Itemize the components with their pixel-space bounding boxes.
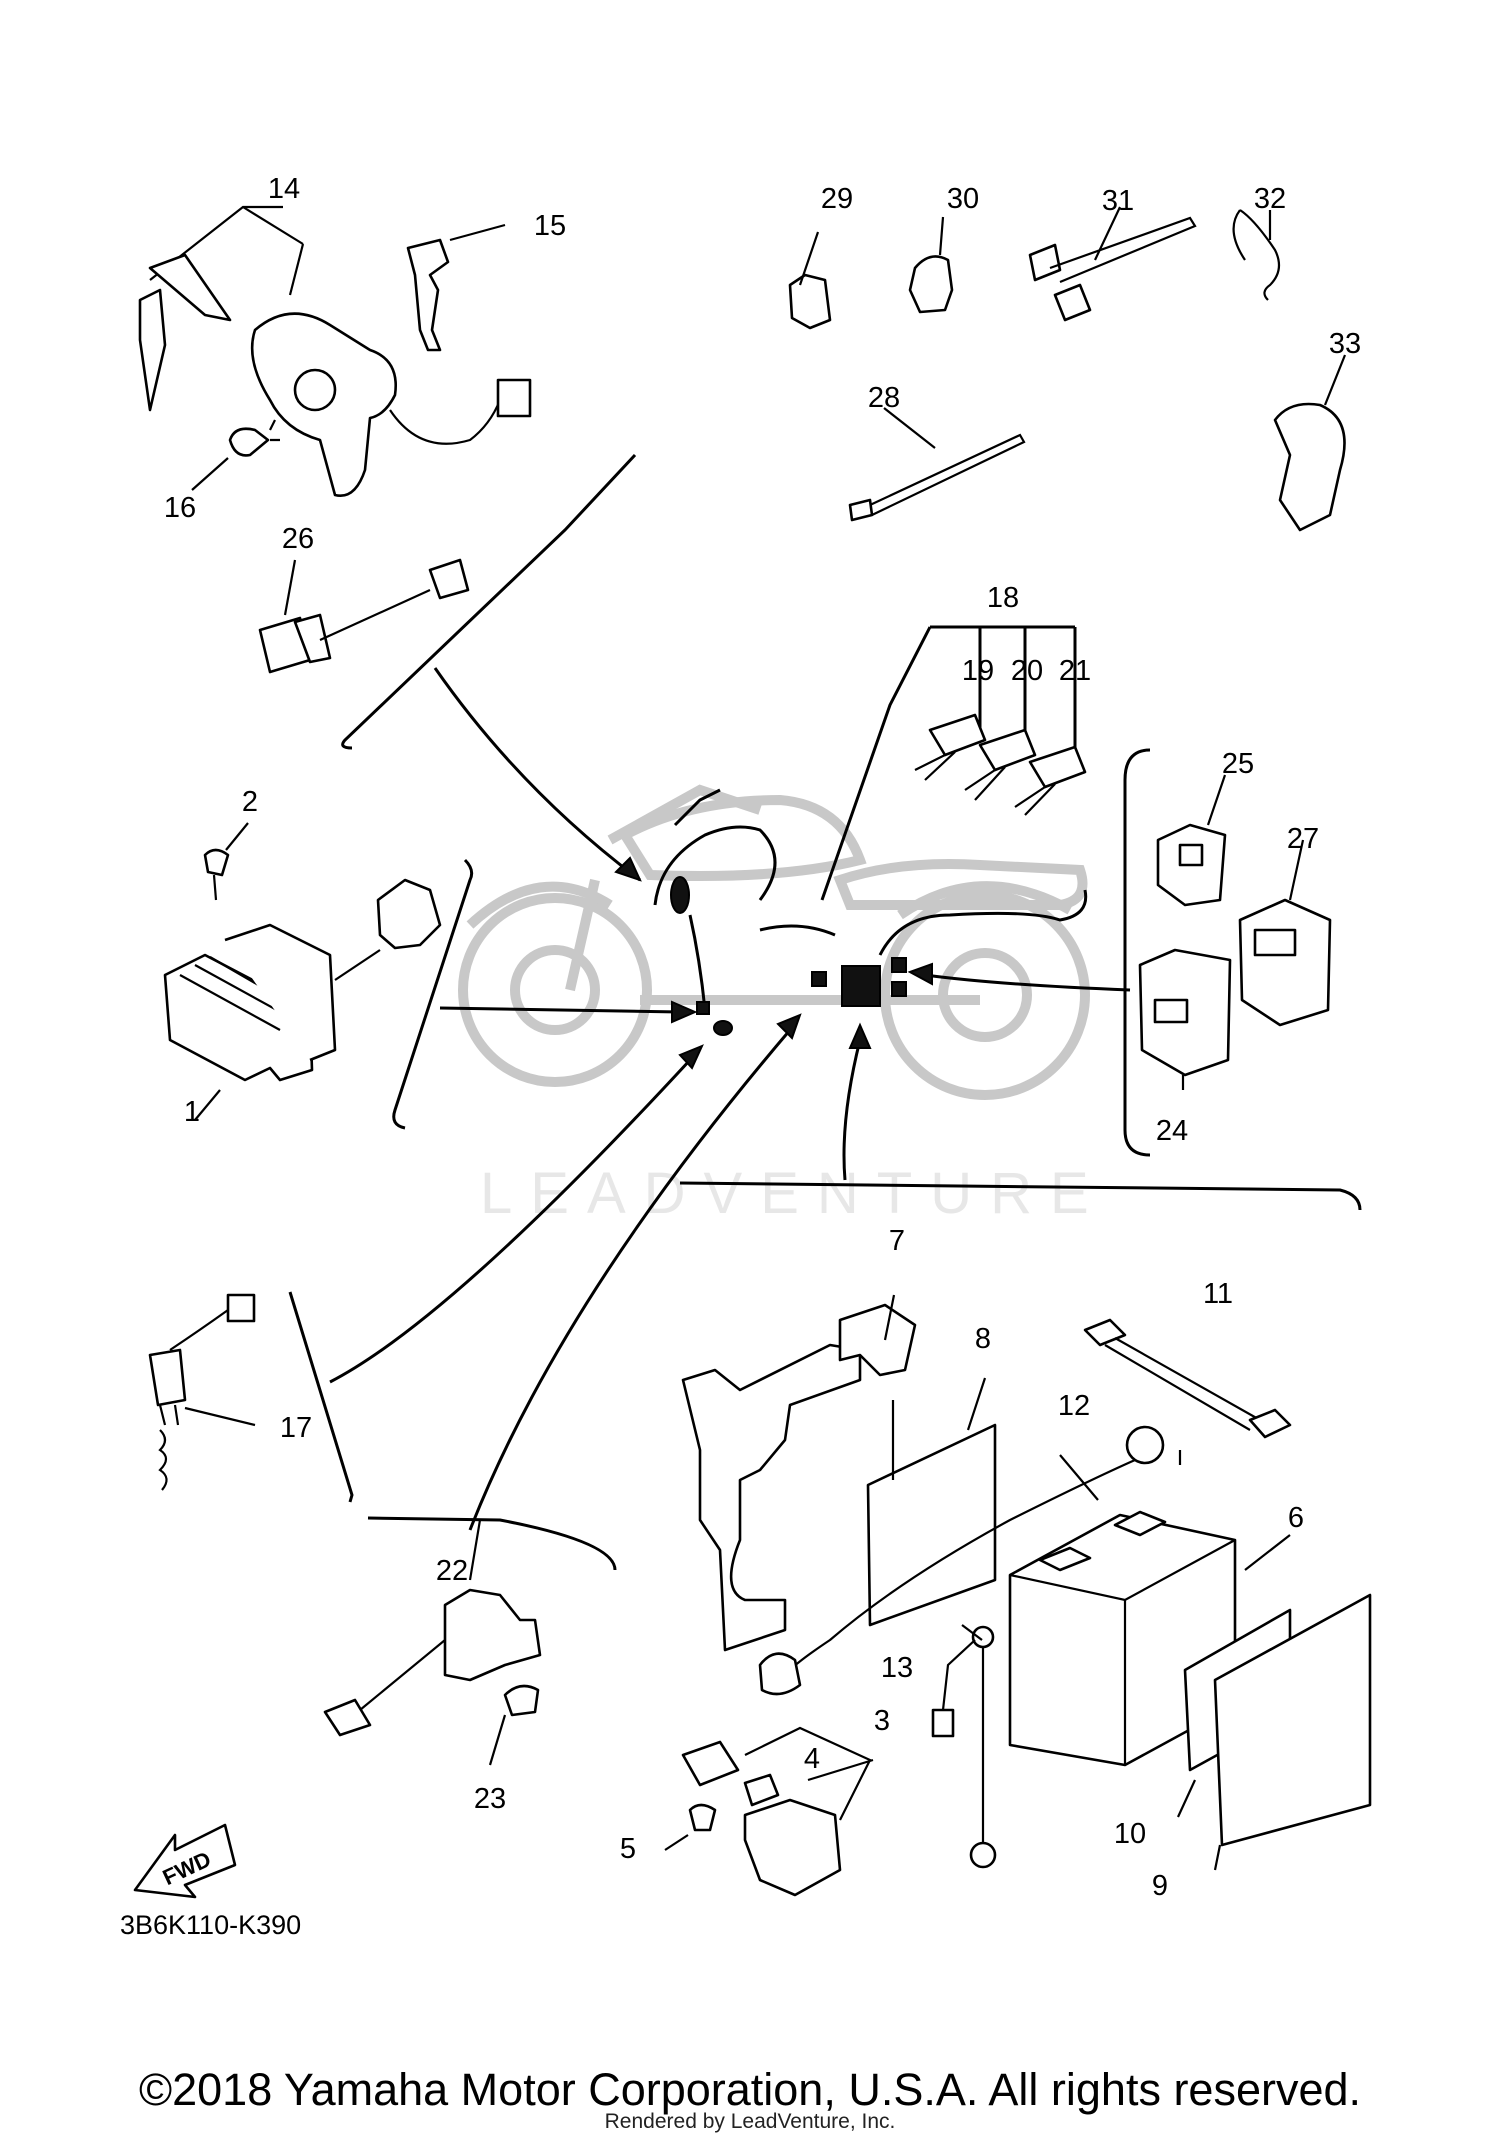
callout-18: 18 <box>987 582 1019 614</box>
callout-16: 16 <box>164 492 196 524</box>
main-switch-part[interactable] <box>138 205 532 497</box>
callout-8: 8 <box>975 1323 991 1355</box>
callout-1: 1 <box>184 1096 200 1128</box>
callout-29: 29 <box>821 183 853 215</box>
callout-19: 19 <box>962 655 994 687</box>
clamp-part[interactable] <box>788 206 1347 532</box>
callout-33: 33 <box>1329 328 1361 360</box>
callout-3: 3 <box>874 1705 890 1737</box>
callout-32: 32 <box>1254 183 1286 215</box>
callout-13: 13 <box>881 1652 913 1684</box>
rendered-by-note: Rendered by LeadVenture, Inc. <box>604 2110 896 2133</box>
callout-31: 31 <box>1102 185 1134 217</box>
diagram-code: 3B6K110-K390 <box>120 1910 302 1940</box>
callout-27: 27 <box>1287 823 1319 855</box>
relay-part[interactable] <box>1138 774 1332 1090</box>
callout-28: 28 <box>868 382 900 414</box>
callout-6: 6 <box>1288 1502 1304 1534</box>
callout-24: 24 <box>1156 1115 1188 1147</box>
callout-26: 26 <box>282 523 314 555</box>
switch-part[interactable] <box>323 1519 542 1766</box>
callout-20: 20 <box>1011 655 1043 687</box>
callout-15: 15 <box>534 210 566 242</box>
fwd-arrow-icon: FWD <box>133 1823 237 1899</box>
callout-17: 17 <box>280 1412 312 1444</box>
callout-2: 2 <box>242 786 258 818</box>
callout-30: 30 <box>947 183 979 215</box>
callout-5: 5 <box>620 1833 636 1865</box>
callout-9: 9 <box>1152 1870 1168 1902</box>
fuse-part[interactable] <box>914 713 1087 816</box>
callout-25: 25 <box>1222 748 1254 780</box>
sensor-part[interactable] <box>148 1293 256 1491</box>
motorcycle-silhouette <box>458 784 1090 1100</box>
callout-11: 11 <box>1203 1278 1233 1310</box>
callout-21: 21 <box>1059 655 1091 687</box>
leader-lines <box>288 453 1362 1571</box>
callout-23: 23 <box>474 1783 506 1815</box>
callout-10: 10 <box>1114 1818 1146 1850</box>
copyright-notice: ©2018 Yamaha Motor Corporation, U.S.A. A… <box>138 2064 1362 2115</box>
callout-22: 22 <box>436 1555 468 1587</box>
callout-4: 4 <box>804 1743 820 1775</box>
sub-harness-part[interactable] <box>258 558 470 674</box>
callout-7: 7 <box>889 1225 905 1257</box>
rectifier-regulator-part[interactable] <box>163 822 442 1121</box>
callout-14: 14 <box>268 173 300 205</box>
battery-part[interactable] <box>664 1294 1372 1897</box>
callout-12: 12 <box>1058 1390 1090 1422</box>
